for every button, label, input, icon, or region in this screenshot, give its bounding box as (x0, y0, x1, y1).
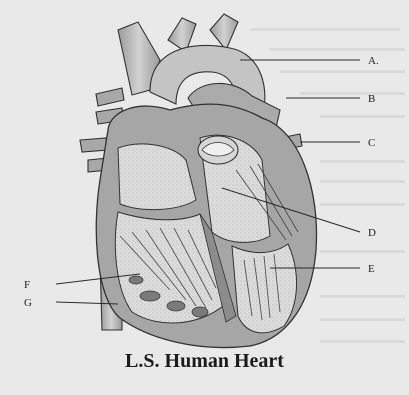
label-g: G (24, 297, 32, 309)
heart-body (96, 104, 316, 347)
figure-caption: L.S. Human Heart (0, 350, 409, 373)
label-f: F (24, 279, 30, 291)
label-b: B (368, 93, 375, 105)
label-c: C (368, 137, 375, 149)
label-d: D (368, 227, 376, 239)
label-e: E (368, 263, 375, 275)
label-a: A. (368, 55, 379, 67)
